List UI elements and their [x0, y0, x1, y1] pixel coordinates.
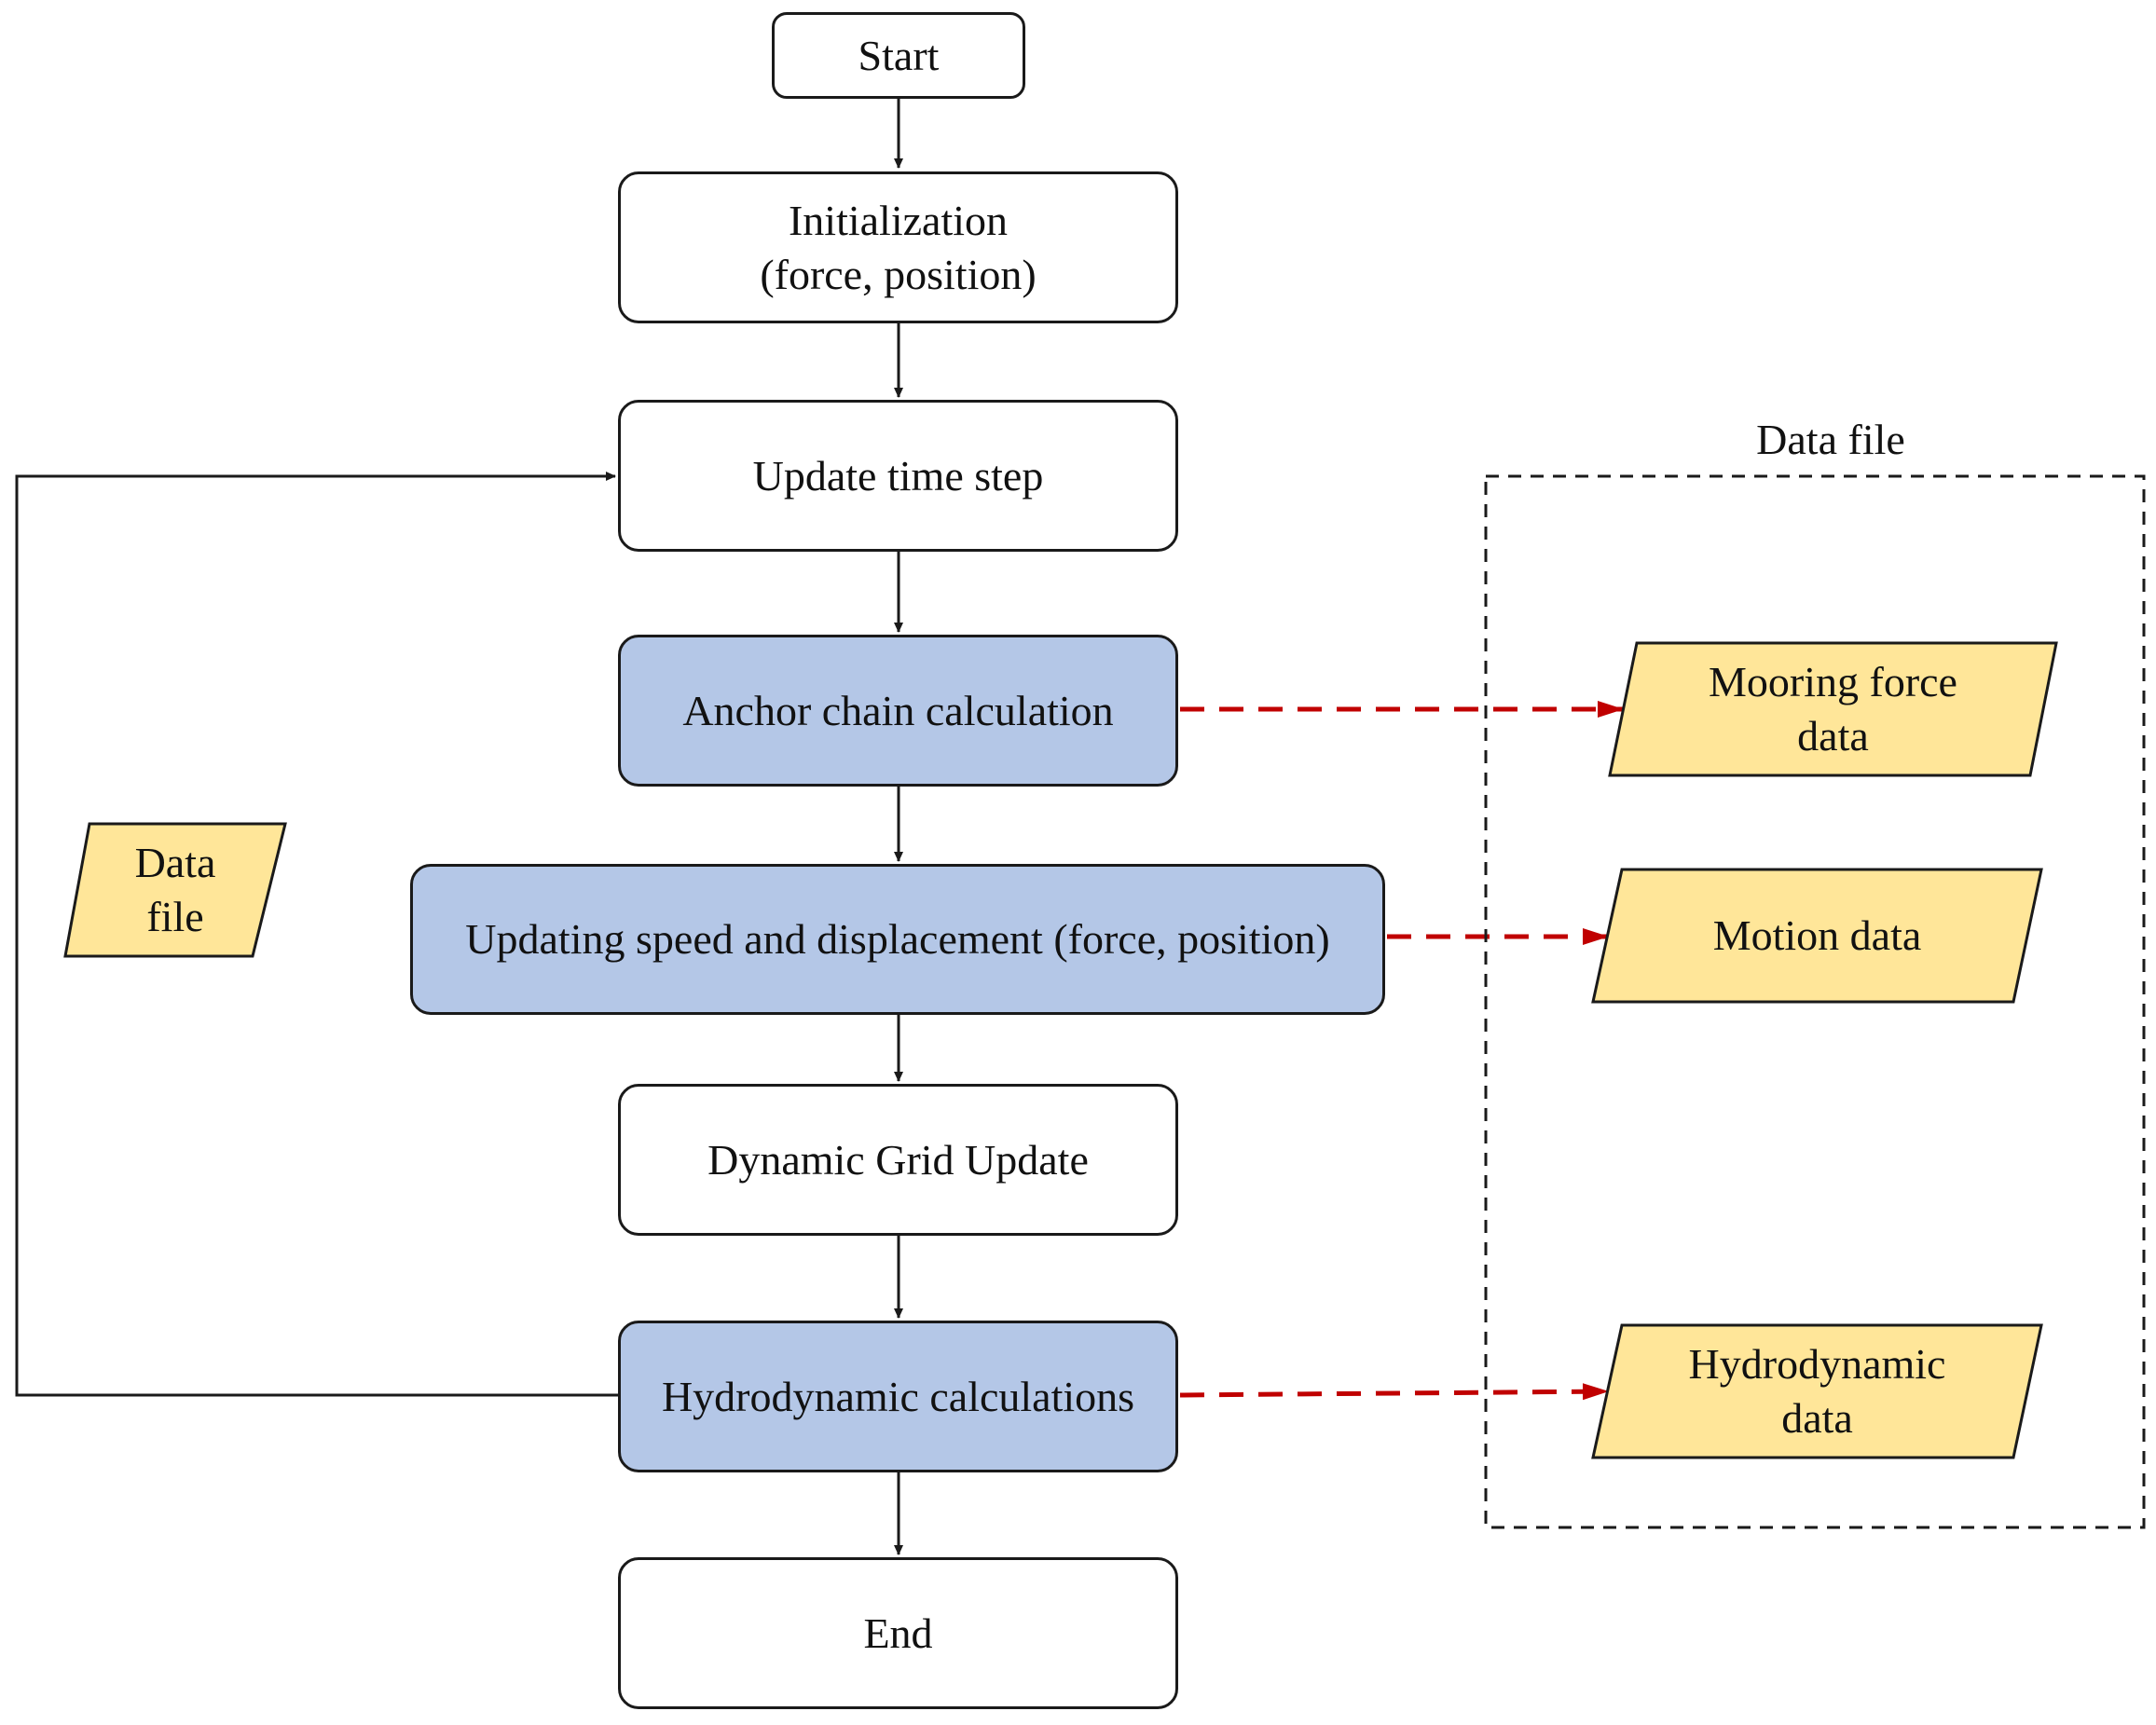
initialization-line-1: Initialization	[788, 196, 1008, 244]
motion-data-shape	[1591, 868, 2043, 1004]
dynamic-grid-label: Dynamic Grid Update	[707, 1135, 1089, 1184]
initialization-node: Initialization (force, position)	[618, 171, 1178, 323]
motion-data-label: Motion data	[1712, 911, 1922, 959]
mooring-data-shape	[1608, 641, 2058, 777]
left-data-file-line-1: Data	[134, 839, 216, 886]
initialization-line-2: (force, position)	[760, 250, 1037, 298]
mooring-force-data: Mooring force data	[1610, 643, 2056, 775]
mooring-force-line-2: data	[1797, 712, 1869, 760]
update-time-step-label: Update time step	[752, 451, 1044, 500]
left-data-file-shape	[63, 822, 287, 958]
motion-data: Motion data	[1593, 869, 2041, 1002]
mooring-force-line-1: Mooring force	[1709, 658, 1957, 705]
start-node: Start	[772, 12, 1025, 99]
hydro-data-shape	[1591, 1323, 2043, 1459]
anchor-chain-label: Anchor chain calculation	[682, 686, 1114, 734]
left-data-file-line-2: file	[146, 893, 204, 940]
hydrodynamic-data: Hydrodynamic data	[1593, 1325, 2041, 1458]
left-data-file: Data file	[65, 824, 285, 956]
data-file-group-title: Data file	[1756, 416, 1905, 463]
updating-speed-node: Updating speed and displacement (force, …	[410, 864, 1385, 1015]
end-label: End	[863, 1609, 933, 1657]
hydrodynamic-data-line-1: Hydrodynamic	[1688, 1340, 1946, 1388]
start-label: Start	[858, 31, 940, 79]
update-time-step-node: Update time step	[618, 400, 1178, 552]
end-node: End	[618, 1557, 1178, 1709]
dashed-arrow-hydro	[1179, 1383, 1610, 1401]
hydrodynamic-calc-label: Hydrodynamic calculations	[661, 1372, 1135, 1420]
hydrodynamic-calc-node: Hydrodynamic calculations	[618, 1321, 1178, 1472]
loop-back-arrow	[15, 472, 618, 1397]
updating-speed-label: Updating speed and displacement (force, …	[465, 915, 1330, 963]
dynamic-grid-node: Dynamic Grid Update	[618, 1084, 1178, 1236]
data-file-group-box	[1484, 474, 2146, 1529]
anchor-chain-node: Anchor chain calculation	[618, 635, 1178, 787]
hydrodynamic-data-line-2: data	[1781, 1394, 1853, 1442]
